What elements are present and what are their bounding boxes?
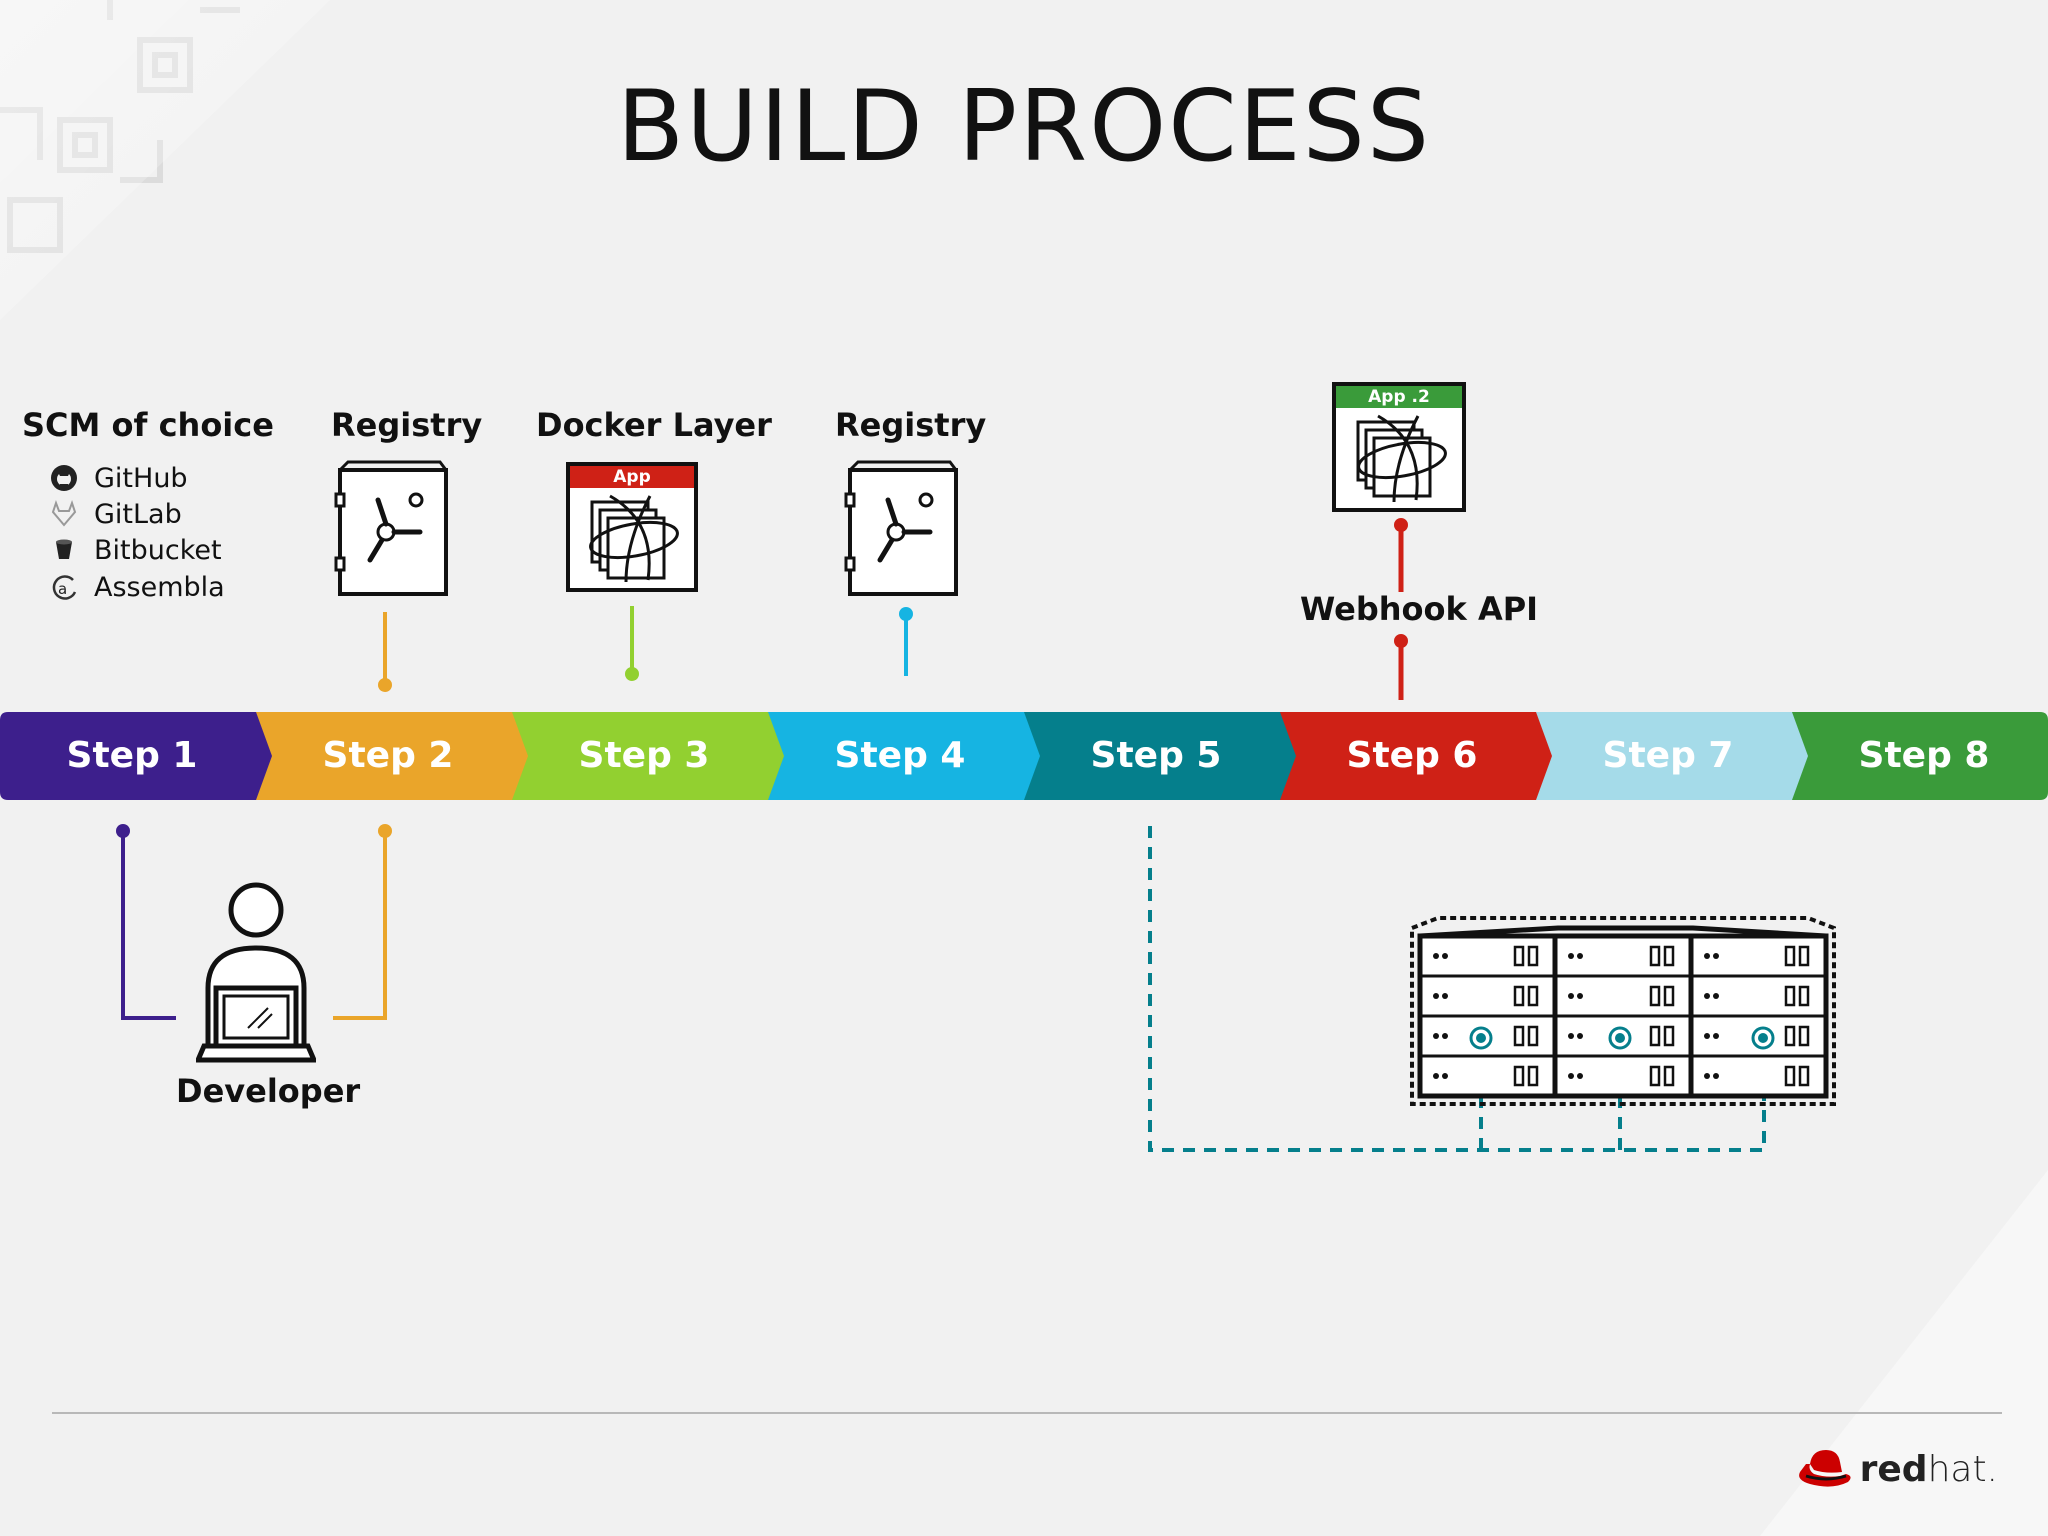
scm-item-label: Assembla xyxy=(94,571,225,603)
assembla-icon: a xyxy=(48,571,80,603)
github-icon xyxy=(48,462,80,494)
registry-safe-icon xyxy=(844,460,958,596)
scm-item-gitlab: GitLab xyxy=(48,498,182,530)
step-bar xyxy=(0,712,2048,800)
step-label: Step 7 xyxy=(1602,735,1734,776)
bitbucket-icon xyxy=(48,534,80,566)
footer-divider xyxy=(52,1412,2002,1414)
step-label: Step 4 xyxy=(834,735,966,776)
scm-item-label: GitLab xyxy=(94,498,182,530)
webhook-label: Webhook API xyxy=(1300,590,1539,628)
developer-icon xyxy=(196,882,316,1063)
step-segment xyxy=(0,712,272,800)
registry-label-2: Registry xyxy=(835,406,987,444)
developer-label: Developer xyxy=(176,1072,361,1110)
step-label: Step 6 xyxy=(1346,735,1478,776)
step-segment xyxy=(1536,712,1808,800)
server-cluster-icon xyxy=(1410,916,1836,1106)
app-v2-icon: App .2 xyxy=(1332,382,1466,512)
svg-text:a: a xyxy=(58,580,67,598)
app2-tag: App .2 xyxy=(1368,387,1430,407)
background-band xyxy=(1760,1170,2048,1536)
step-segment xyxy=(512,712,784,800)
scm-label: SCM of choice xyxy=(22,406,274,444)
step-segment xyxy=(1024,712,1296,800)
scm-item-label: Bitbucket xyxy=(94,534,222,566)
step-label: Step 2 xyxy=(322,735,454,776)
registry-label-1: Registry xyxy=(331,406,483,444)
brand-red: red xyxy=(1859,1448,1928,1490)
gitlab-icon xyxy=(48,498,80,530)
step-segment xyxy=(1280,712,1552,800)
brand-hat: hat. xyxy=(1927,1448,1998,1490)
scm-item-bitbucket: Bitbucket xyxy=(48,534,222,566)
step-segment xyxy=(768,712,1040,800)
registry-safe-icon xyxy=(334,460,448,596)
step-label: Step 5 xyxy=(1090,735,1222,776)
scm-item-github: GitHub xyxy=(48,462,188,494)
step-segment xyxy=(1792,712,2048,800)
docker-layer-label: Docker Layer xyxy=(536,406,772,444)
redhat-hat-icon xyxy=(1798,1450,1851,1487)
corner-pattern xyxy=(0,0,330,320)
scm-item-assembla: a Assembla xyxy=(48,571,225,603)
docker-app-icon: App xyxy=(566,462,698,592)
app-tag: App xyxy=(613,467,651,487)
scm-item-label: GitHub xyxy=(94,462,188,494)
step-label: Step 1 xyxy=(66,735,198,776)
step-label: Step 8 xyxy=(1858,735,1990,776)
step-segment xyxy=(256,712,528,800)
step-label: Step 3 xyxy=(578,735,710,776)
page-title: BUILD PROCESS xyxy=(616,70,1432,184)
